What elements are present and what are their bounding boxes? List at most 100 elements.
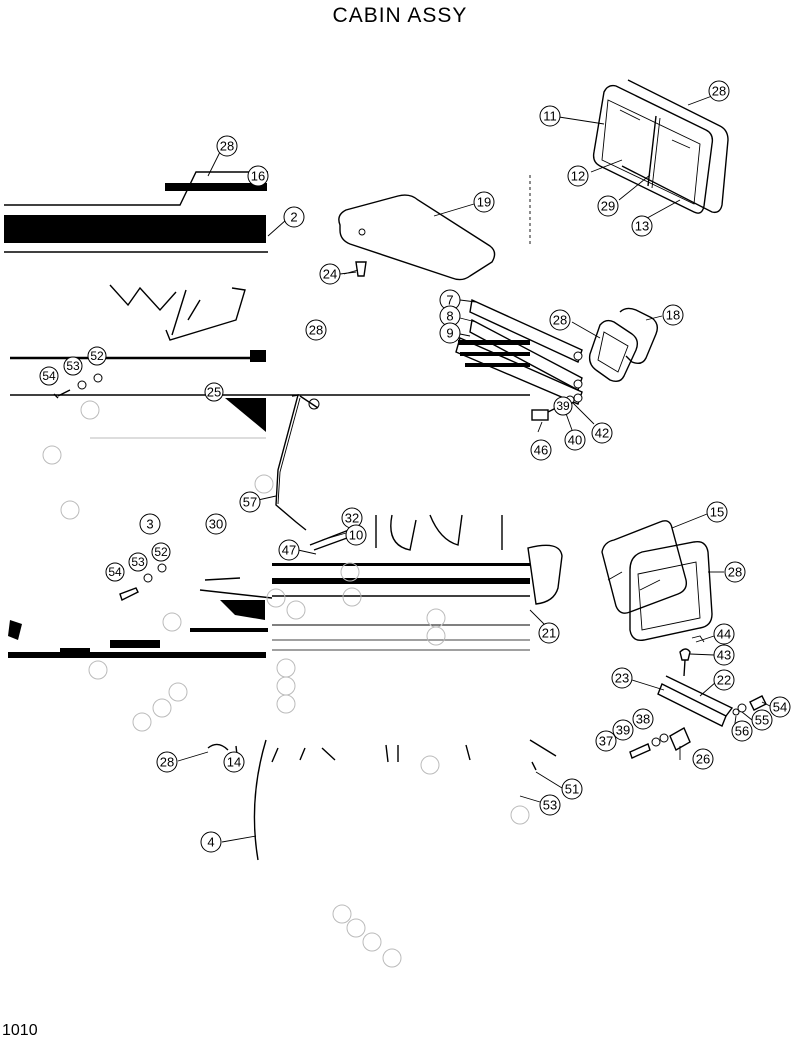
callout-label: 13 [635, 219, 649, 234]
callout-46: 46 [530, 439, 552, 461]
callout-53-lower: 53 [128, 552, 148, 572]
callout-label: 40 [568, 433, 582, 448]
callout-label: 16 [251, 169, 265, 184]
callout-label: 54 [108, 565, 122, 579]
callout-label: 47 [282, 543, 296, 558]
callout-label: 7 [446, 293, 453, 308]
cabin-body [4, 171, 557, 968]
callout-label: 25 [207, 385, 221, 400]
callout-label: 32 [345, 511, 359, 526]
latch-assembly [629, 635, 767, 759]
callout-label: 54 [773, 700, 787, 715]
callout-label: 15 [710, 505, 724, 520]
callout-15: 15 [706, 501, 728, 523]
callout-label: 19 [477, 195, 491, 210]
callout-label: 46 [534, 443, 548, 458]
callout-9: 9 [439, 322, 461, 344]
callout-label: 53 [543, 798, 557, 813]
callout-24: 24 [319, 263, 341, 285]
small-window [588, 307, 659, 383]
callout-38: 38 [632, 708, 654, 730]
callout-label: 11 [543, 109, 557, 124]
callout-label: 28 [712, 84, 726, 99]
callout-label: 23 [615, 671, 629, 686]
callout-label: 22 [717, 673, 731, 688]
callout-label: 3 [146, 517, 153, 532]
callout-3: 3 [139, 513, 161, 535]
callout-12: 12 [567, 165, 589, 187]
callout-54-latch: 54 [769, 696, 791, 718]
callout-28-left: 28 [305, 319, 327, 341]
callout-18: 18 [662, 304, 684, 326]
callout-4: 4 [200, 831, 222, 853]
callout-label: 39 [556, 399, 570, 413]
callout-25: 25 [204, 382, 224, 402]
callout-label: 42 [595, 426, 609, 441]
callout-37: 37 [595, 730, 617, 752]
callout-label: 37 [599, 734, 613, 749]
callout-label: 44 [717, 627, 731, 642]
callout-42: 42 [591, 422, 613, 444]
callout-label: 28 [309, 323, 323, 338]
diagram-title: CABIN ASSY [332, 4, 468, 27]
roof-hatch-panel [338, 194, 496, 281]
page-number: 1010 [2, 1022, 38, 1039]
callout-label: 38 [636, 712, 650, 727]
callout-39-upper: 39 [553, 396, 573, 416]
callout-19: 19 [473, 191, 495, 213]
callout-11: 11 [539, 105, 561, 127]
callout-54-upper: 54 [39, 366, 59, 386]
callout-51: 51 [561, 778, 583, 800]
callout-55: 55 [751, 709, 773, 731]
callout-28-roof: 28 [216, 135, 238, 157]
callout-7: 7 [439, 289, 461, 311]
callout-label: 28 [553, 313, 567, 328]
callout-label: 55 [755, 713, 769, 728]
callout-label: 24 [323, 267, 337, 282]
callout-label: 39 [616, 723, 630, 738]
callout-47: 47 [278, 539, 300, 561]
callout-32: 32 [341, 507, 363, 529]
sliding-window-assembly [529, 79, 729, 245]
callout-label: 52 [154, 545, 168, 559]
callout-14: 14 [223, 751, 245, 773]
callout-40: 40 [564, 429, 586, 451]
callout-label: 14 [227, 755, 241, 770]
callout-39-latch: 39 [612, 719, 634, 741]
callout-57: 57 [239, 491, 261, 513]
support-rod [275, 394, 563, 605]
callout-label: 28 [728, 565, 742, 580]
hinge-links [455, 298, 583, 405]
callout-label: 4 [207, 835, 214, 850]
left-bolt-sets [53, 373, 167, 601]
callout-54-lower: 54 [105, 562, 125, 582]
callout-label: 12 [571, 169, 585, 184]
callout-label: 29 [601, 199, 615, 214]
callout-13: 13 [631, 215, 653, 237]
callout-53-upper: 53 [63, 356, 83, 376]
callout-label: 21 [542, 626, 556, 641]
callout-label: 30 [209, 517, 223, 532]
callout-label: 26 [696, 752, 710, 767]
callout-label: 53 [66, 359, 80, 373]
callout-label: 53 [131, 555, 145, 569]
callout-52-upper: 52 [87, 346, 107, 366]
callout-44: 44 [713, 623, 735, 645]
callout-label: 28 [160, 755, 174, 770]
callout-label: 54 [42, 369, 56, 383]
callout-28-top-right: 28 [708, 80, 730, 102]
callout-43: 43 [713, 644, 735, 666]
callout-52-lower: 52 [151, 542, 171, 562]
callout-10: 10 [345, 524, 367, 546]
callout-29: 29 [597, 195, 619, 217]
callout-label: 52 [90, 349, 104, 363]
callout-28-small-window: 28 [549, 309, 571, 331]
callout-28-lower-left: 28 [156, 751, 178, 773]
callout-53-bottom: 53 [539, 794, 561, 816]
callout-2: 2 [283, 206, 305, 228]
callout-label: 28 [220, 139, 234, 154]
callout-16: 16 [247, 165, 269, 187]
callout-label: 2 [290, 210, 297, 225]
callout-56: 56 [731, 720, 753, 742]
